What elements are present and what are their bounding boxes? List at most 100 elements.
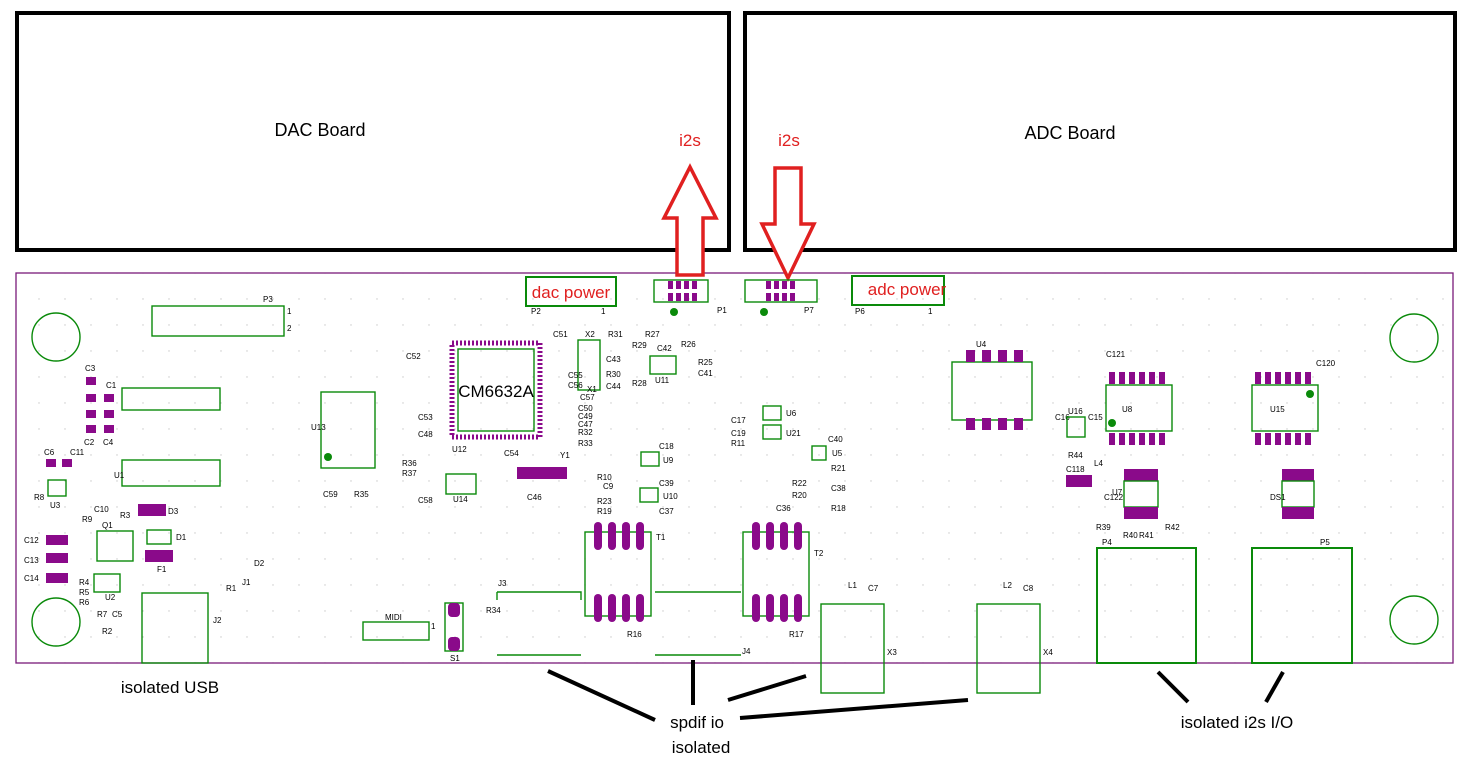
u11-label: U11 [655, 376, 670, 385]
r7-label: R7 [97, 610, 108, 619]
u14-label: U14 [453, 495, 468, 504]
isolated-usb-annotation: isolated USB [121, 678, 219, 697]
f1-label: F1 [157, 565, 167, 574]
p2-label: P2 [531, 307, 541, 316]
r20-label: R20 [792, 491, 807, 500]
r22-label: R22 [792, 479, 807, 488]
u11-area: R29 R27 R26 C42 U11 R25 C41 R28 [632, 330, 713, 388]
c56-label: C56 [568, 381, 583, 390]
p7-label: P7 [804, 306, 814, 315]
c39-label: C39 [659, 479, 674, 488]
r18-label: R18 [831, 504, 846, 513]
i2s-up-arrow: i2s [661, 131, 719, 277]
main-chip-label: CM6632A [458, 382, 534, 401]
r25-label: R25 [698, 358, 713, 367]
x2-label: X2 [585, 330, 595, 339]
u2-label: U2 [105, 593, 116, 602]
u3-label: U3 [50, 501, 61, 510]
i2s-out-label: i2s [679, 131, 701, 150]
d2-label: D2 [254, 559, 265, 568]
s1-label: S1 [450, 654, 460, 663]
c38-label: C38 [831, 484, 846, 493]
spdif-annotation: spdif io isolated [547, 660, 969, 757]
adc-power-connector: adc power P6 1 [851, 275, 947, 316]
c40-label: C40 [828, 435, 843, 444]
r36-label: R36 [402, 459, 417, 468]
x3-label: X3 [887, 648, 897, 657]
j2-label: J2 [213, 616, 222, 625]
r9-label: R9 [82, 515, 93, 524]
r6-label: R6 [79, 598, 90, 607]
midi-header: MIDI 1 [362, 613, 436, 641]
c47-label: C47 [578, 420, 593, 429]
u5-label: U5 [832, 449, 843, 458]
p3-label: P3 [263, 295, 273, 304]
r37-label: R37 [402, 469, 417, 478]
p2-pin1: 1 [601, 307, 606, 316]
u13-chip: U13 C59 R35 [311, 391, 376, 499]
c49-label: C49 [578, 412, 593, 421]
d3-label: D3 [168, 507, 179, 516]
r10-label: R10 [597, 473, 612, 482]
power-caps-left: C12 C13 C14 [24, 535, 68, 583]
u6-u21-area: C17 U6 C19 U21 R11 C40 U5 R22 R21 C38 R2… [731, 405, 846, 513]
u15-chip: C120 U15 [1251, 359, 1336, 445]
connector-j4: J4 [655, 591, 751, 656]
switch-s1: S1 R34 [444, 602, 501, 663]
r1-label: R1 [226, 584, 237, 593]
spdif-x4: L2 C8 X4 [976, 581, 1053, 694]
r8-label: R8 [34, 493, 45, 502]
u1-label: U1 [114, 471, 125, 480]
main-pcb [15, 272, 1454, 664]
q1-label: Q1 [102, 521, 113, 530]
c46-label: C46 [527, 493, 542, 502]
u13-label: U13 [311, 423, 326, 432]
transformer-t2: T2 R17 [742, 522, 824, 639]
q1-area: Q1 R9 C10 U2 R4 R5 R6 R7 C5 R2 [79, 505, 134, 636]
isolated-i2s-label: isolated i2s I/O [1181, 713, 1293, 732]
c51-label: C51 [553, 330, 568, 339]
r2-label: R2 [102, 627, 113, 636]
u15-label: U15 [1270, 405, 1285, 414]
r28-label: R28 [632, 379, 647, 388]
u14-y1-area: R36 R37 U14 C58 C54 Y1 C46 [402, 449, 570, 505]
midi-label: MIDI [385, 613, 402, 622]
c10-label: C10 [94, 505, 109, 514]
c7-label: C7 [868, 584, 879, 593]
spdif-label-line1: spdif io [670, 713, 724, 732]
c13-label: C13 [24, 556, 39, 565]
c12-label: C12 [24, 536, 39, 545]
p1-connector: P1 [653, 279, 727, 316]
t1-label: T1 [656, 533, 666, 542]
d3-d1-f1: D3 R3 D1 F1 [120, 504, 187, 574]
p6-pin1: 1 [928, 307, 933, 316]
u4-chip: U4 [951, 340, 1033, 430]
usb-connector-j2: J2 R1 J1 D2 [141, 559, 265, 664]
mounting-holes [31, 312, 1439, 647]
u8-chip: C121 U8 [1105, 350, 1173, 445]
u6-label: U6 [786, 409, 797, 418]
l1-label: L1 [848, 581, 857, 590]
p3-pin2: 2 [287, 324, 292, 333]
left-caps: C3 C1 C2 C4 [84, 364, 117, 447]
i2s-down-arrow: i2s [759, 131, 817, 283]
u3-area: C6 C11 U3 R8 [34, 448, 85, 510]
p6-label: P6 [855, 307, 865, 316]
spdif-label-line2: isolated [672, 738, 731, 757]
c16-label: C16 [1055, 413, 1070, 422]
l2-label: L2 [1003, 581, 1012, 590]
d1-label: D1 [176, 533, 187, 542]
header-u1: U1 [114, 459, 221, 487]
c48-label: C48 [418, 430, 433, 439]
dac-power-label: dac power [532, 283, 611, 302]
c11-label: C11 [70, 448, 85, 457]
c58-label: C58 [418, 496, 433, 505]
c44-label: C44 [606, 382, 621, 391]
c9-label: C9 [603, 482, 614, 491]
p4-label: P4 [1102, 538, 1112, 547]
r31-label: R31 [608, 330, 623, 339]
isolated-i2s-annotation: isolated i2s I/O [1156, 670, 1293, 732]
u10-label: U10 [663, 492, 678, 501]
cm6632a-chip: CM6632A C52 C53 C48 U12 C51 [406, 330, 568, 454]
